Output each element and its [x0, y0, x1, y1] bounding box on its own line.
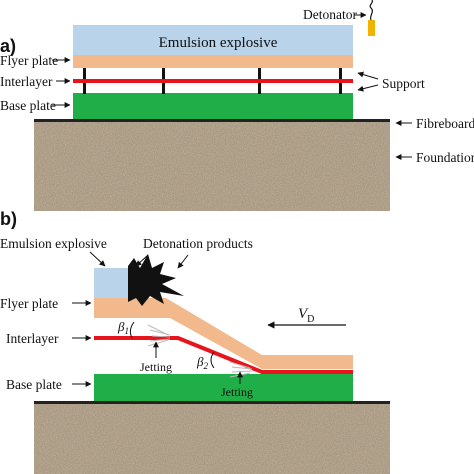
- jetting-1-label: Jetting: [140, 360, 172, 374]
- panel-a-explosive-label: Emulsion explosive: [159, 35, 278, 51]
- panel-a-base-label: Base plate: [0, 98, 56, 113]
- panel-b-label: b): [0, 209, 17, 229]
- detonation-products-label: Detonation products: [143, 236, 253, 251]
- panel-b-interlayer-label: Interlayer: [6, 331, 59, 346]
- panel-b-interlayer: [94, 336, 353, 374]
- panel-a-interlayer-label: Interlayer: [0, 74, 53, 89]
- beta-1-arc: [129, 321, 135, 339]
- beta-2-arc: [210, 351, 215, 369]
- panel-b-foundation: [34, 401, 390, 474]
- panel-b: b) Emulsion explosiv: [0, 209, 390, 474]
- panel-a: a) Emulsion explosive Detonator: [0, 0, 474, 211]
- support-label: Support: [382, 76, 425, 91]
- fibreboard-label: Fibreboard: [416, 116, 474, 131]
- panel-b-base-label: Base plate: [6, 377, 62, 392]
- beta-1-symbol: β1: [117, 319, 129, 336]
- panel-a-flyer-label: Flyer plate: [0, 53, 58, 68]
- detonation-products-icon: [128, 254, 184, 306]
- detonator-icon: [368, 0, 375, 36]
- panel-a-base-plate: [73, 93, 353, 119]
- panel-b-flyer-label: Flyer plate: [0, 296, 58, 311]
- panel-a-foundation: [34, 119, 390, 211]
- jetting-2-label: Jetting: [221, 385, 253, 399]
- panel-b-base-plate: [94, 374, 353, 401]
- foundation-label: Foundation: [416, 150, 474, 165]
- panel-a-label: a): [0, 36, 16, 56]
- panel-b-explosive-label: Emulsion explosive: [0, 236, 107, 251]
- detonator-label: Detonator: [303, 7, 357, 22]
- velocity-symbol: VD: [298, 306, 314, 325]
- panel-a-interlayer: [73, 79, 353, 83]
- beta-2-symbol: β2: [196, 354, 208, 371]
- panel-a-flyer-plate: [73, 55, 353, 68]
- panel-a-explosive: [73, 25, 353, 55]
- panel-b-flyer-plate: [94, 298, 353, 369]
- panel-b-explosive: [94, 268, 128, 298]
